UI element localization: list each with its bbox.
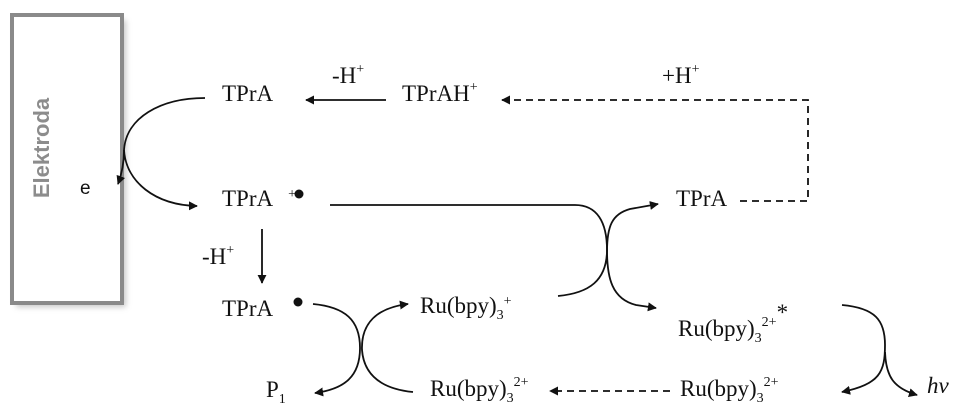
oxidation-arrow bbox=[123, 149, 198, 211]
product-p1: P1 bbox=[266, 377, 286, 407]
radical-dot bbox=[293, 297, 303, 307]
ru-bpy3-ground-right: Ru(bpy)32+ bbox=[680, 375, 779, 406]
tpra-radical: TPrA bbox=[222, 296, 274, 321]
tpra-right: TPrA bbox=[676, 186, 728, 211]
electrode-label: Elektroda bbox=[29, 97, 54, 198]
photon-hv: hν bbox=[927, 373, 950, 398]
ru-bpy3-plus: Ru(bpy)3+ bbox=[420, 293, 512, 323]
tpra-radical-cation: TPrA+ bbox=[222, 186, 296, 211]
ru-reduction-arrow bbox=[361, 300, 414, 393]
electron-label: e bbox=[80, 178, 91, 199]
radical-to-product-arrow bbox=[312, 303, 361, 397]
tprah-cation: TPrAH+ bbox=[402, 80, 478, 106]
emission-arrow bbox=[884, 351, 918, 398]
ru-plus-to-tpra-arrow bbox=[557, 200, 659, 297]
electron-transfer-curve bbox=[116, 97, 206, 185]
minus-h-label-top: -H+ bbox=[332, 62, 364, 88]
tpra-top: TPrA bbox=[222, 81, 274, 106]
minus-h-label-left: -H+ bbox=[202, 243, 234, 269]
plus-h-label: +H+ bbox=[662, 62, 700, 88]
ru-bpy3-ground-mid: Ru(bpy)32+ bbox=[430, 375, 529, 406]
electrode: Elektroda bbox=[10, 13, 126, 307]
protonation-dashed-arrow bbox=[501, 95, 809, 202]
relaxation-arrow bbox=[841, 304, 886, 395]
ru-bpy3-excited: Ru(bpy)32+* bbox=[678, 300, 788, 346]
radical-dot bbox=[294, 189, 304, 199]
